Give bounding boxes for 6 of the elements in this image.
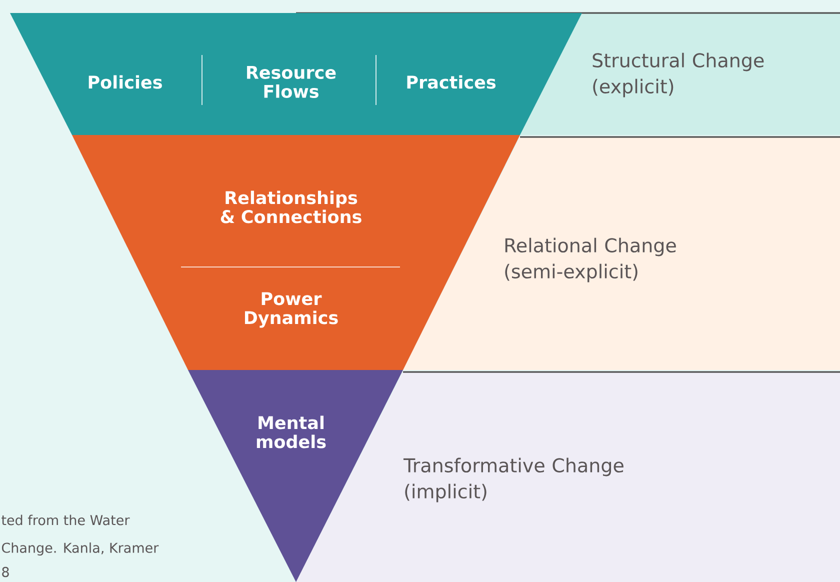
source-note: ted from the Water	[2, 514, 130, 526]
source-note: 8	[2, 566, 9, 578]
triangle: Mental models	[188, 370, 403, 582]
change-band: Relational Change (semi-explicit)	[403, 136, 840, 370]
trapezoid-band: Policies Resource Flows Practices	[10, 13, 582, 135]
source-note: Change. Kanla, Kramer	[2, 542, 159, 556]
